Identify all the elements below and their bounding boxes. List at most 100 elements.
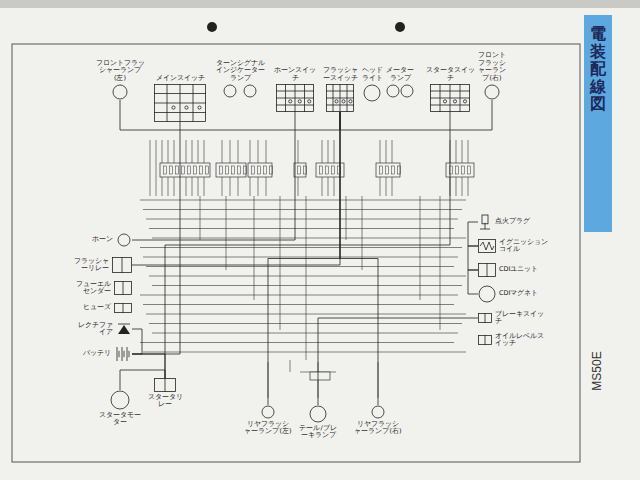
symbol-stroke — [276, 91, 314, 92]
symbol-stroke — [485, 85, 499, 99]
component-label: CDIユニット — [498, 266, 554, 273]
component-symbol — [154, 84, 206, 122]
component-label: テール/ブレーキランプ — [295, 425, 341, 440]
harness-wire — [346, 196, 347, 240]
harness-wire — [200, 196, 201, 240]
harness-wire — [156, 140, 157, 196]
component-symbol — [110, 390, 130, 410]
coupler-pin — [380, 166, 383, 174]
component-label: ヘッドライト — [358, 67, 386, 82]
symbol-stroke — [479, 264, 496, 277]
symbol-stroke — [172, 106, 175, 109]
symbol-stroke — [310, 406, 326, 422]
component-symbol — [261, 405, 275, 419]
coupler-block — [376, 163, 400, 177]
symbol-stroke — [372, 406, 384, 418]
coupler-pin — [200, 166, 203, 174]
harness-wire — [152, 285, 462, 286]
component-symbol — [154, 378, 176, 392]
symbol-stroke — [326, 91, 354, 92]
component-symbol — [478, 263, 496, 277]
harness-wire — [149, 323, 462, 324]
symbol-stroke — [262, 406, 274, 418]
plug-symbol: 点火プラグ — [478, 214, 550, 230]
meter-lamp: メーターランプ — [384, 67, 416, 98]
component-label: バッテリ — [70, 350, 112, 357]
symbol-stroke — [276, 105, 314, 106]
component-label: スタータリレー — [144, 394, 186, 409]
wire-group — [468, 222, 478, 246]
coupler-pin — [258, 166, 261, 174]
symbol-stroke — [124, 351, 125, 357]
headlight-symbol: ヘッドライト — [358, 67, 386, 102]
symbol-stroke — [479, 286, 495, 302]
component-label: レクチファイア — [72, 322, 114, 337]
wire-group — [132, 329, 142, 354]
symbol-stroke — [308, 100, 311, 103]
rectifier-symbol: レクチファイア — [72, 322, 132, 337]
symbol-stroke — [463, 100, 466, 103]
symbol-stroke — [113, 258, 132, 273]
symbol-stroke — [479, 240, 496, 253]
wire-group — [132, 112, 340, 265]
symbol-stroke — [165, 378, 166, 392]
harness-wire — [152, 238, 466, 239]
symbol-stroke — [349, 100, 352, 103]
symbol-stroke — [326, 105, 354, 106]
component-symbol — [114, 281, 132, 295]
component-symbol — [478, 313, 492, 323]
component-label: 点火プラグ — [494, 218, 550, 225]
coupler-pin — [170, 166, 173, 174]
component-label: フラッシャースイッチ — [321, 67, 359, 82]
coupler-block — [216, 163, 246, 177]
wire-connector — [132, 112, 295, 240]
symbol-stroke — [127, 347, 128, 361]
coupler-pin — [326, 166, 329, 174]
symbol-stroke — [430, 98, 470, 99]
symbol-stroke — [431, 85, 470, 112]
wire-connector — [468, 270, 478, 294]
coupler-pin — [456, 166, 459, 174]
symbol-stroke — [480, 242, 494, 250]
symbol-stroke — [335, 100, 338, 103]
component-label: スタータスイッチ — [424, 67, 476, 82]
coupler-pin — [264, 166, 267, 174]
page-frame — [12, 44, 580, 462]
symbol-stroke — [113, 85, 127, 99]
harness-wire — [306, 196, 307, 360]
coupler-pin — [320, 166, 323, 174]
symbol-stroke — [122, 347, 123, 361]
switch-symbol: ブレーキスイッチ — [478, 311, 550, 326]
switch-box: フラッシャースイッチ — [321, 67, 359, 112]
switch-symbol: オイルレベルスイッチ — [478, 333, 550, 348]
switch-box: スタータスイッチ — [424, 67, 476, 112]
component-symbol — [116, 322, 132, 336]
wire-connector — [340, 112, 378, 405]
component-label: フューエルセンダー — [70, 281, 112, 296]
punch-hole — [395, 22, 405, 32]
symbol-stroke — [401, 85, 413, 97]
symbol-stroke — [123, 303, 124, 313]
component-label: メインスイッチ — [151, 75, 209, 82]
symbol-stroke — [185, 106, 188, 109]
component-symbol — [112, 84, 128, 100]
component-symbol — [220, 84, 260, 98]
symbol-stroke — [119, 351, 120, 357]
coupler-pin — [244, 166, 247, 174]
harness-wire — [143, 304, 454, 305]
component-symbol — [114, 346, 132, 362]
coupler-pin — [386, 166, 389, 174]
harness-wire — [140, 247, 462, 248]
motor-symbol: スタータモーター — [97, 390, 143, 427]
punch-hole — [207, 22, 217, 32]
coupler-pin — [468, 166, 471, 174]
component-label: ブレーキスイッチ — [494, 311, 550, 326]
coil-symbol: イグニッションコイル — [478, 239, 554, 254]
component-label: オイルレベルスイッチ — [494, 333, 550, 348]
symbol-stroke — [327, 85, 354, 112]
coupler-pin — [182, 166, 185, 174]
wire-connector — [132, 329, 142, 354]
component-symbol — [430, 84, 470, 112]
component-symbol — [114, 303, 132, 313]
symbol-stroke — [342, 100, 345, 103]
